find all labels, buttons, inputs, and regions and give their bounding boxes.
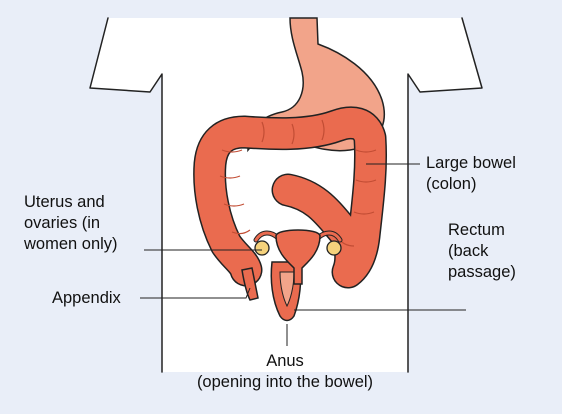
label-large-bowel: Large bowel (colon) bbox=[426, 153, 516, 195]
label-anus: Anus (opening into the bowel) bbox=[160, 351, 410, 393]
label-uterus-ovaries: Uterus and ovaries (in women only) bbox=[24, 192, 118, 255]
label-appendix: Appendix bbox=[52, 288, 121, 309]
ovary-left bbox=[255, 241, 269, 255]
label-rectum: Rectum (back passage) bbox=[448, 220, 516, 283]
ovary-right bbox=[327, 241, 341, 255]
